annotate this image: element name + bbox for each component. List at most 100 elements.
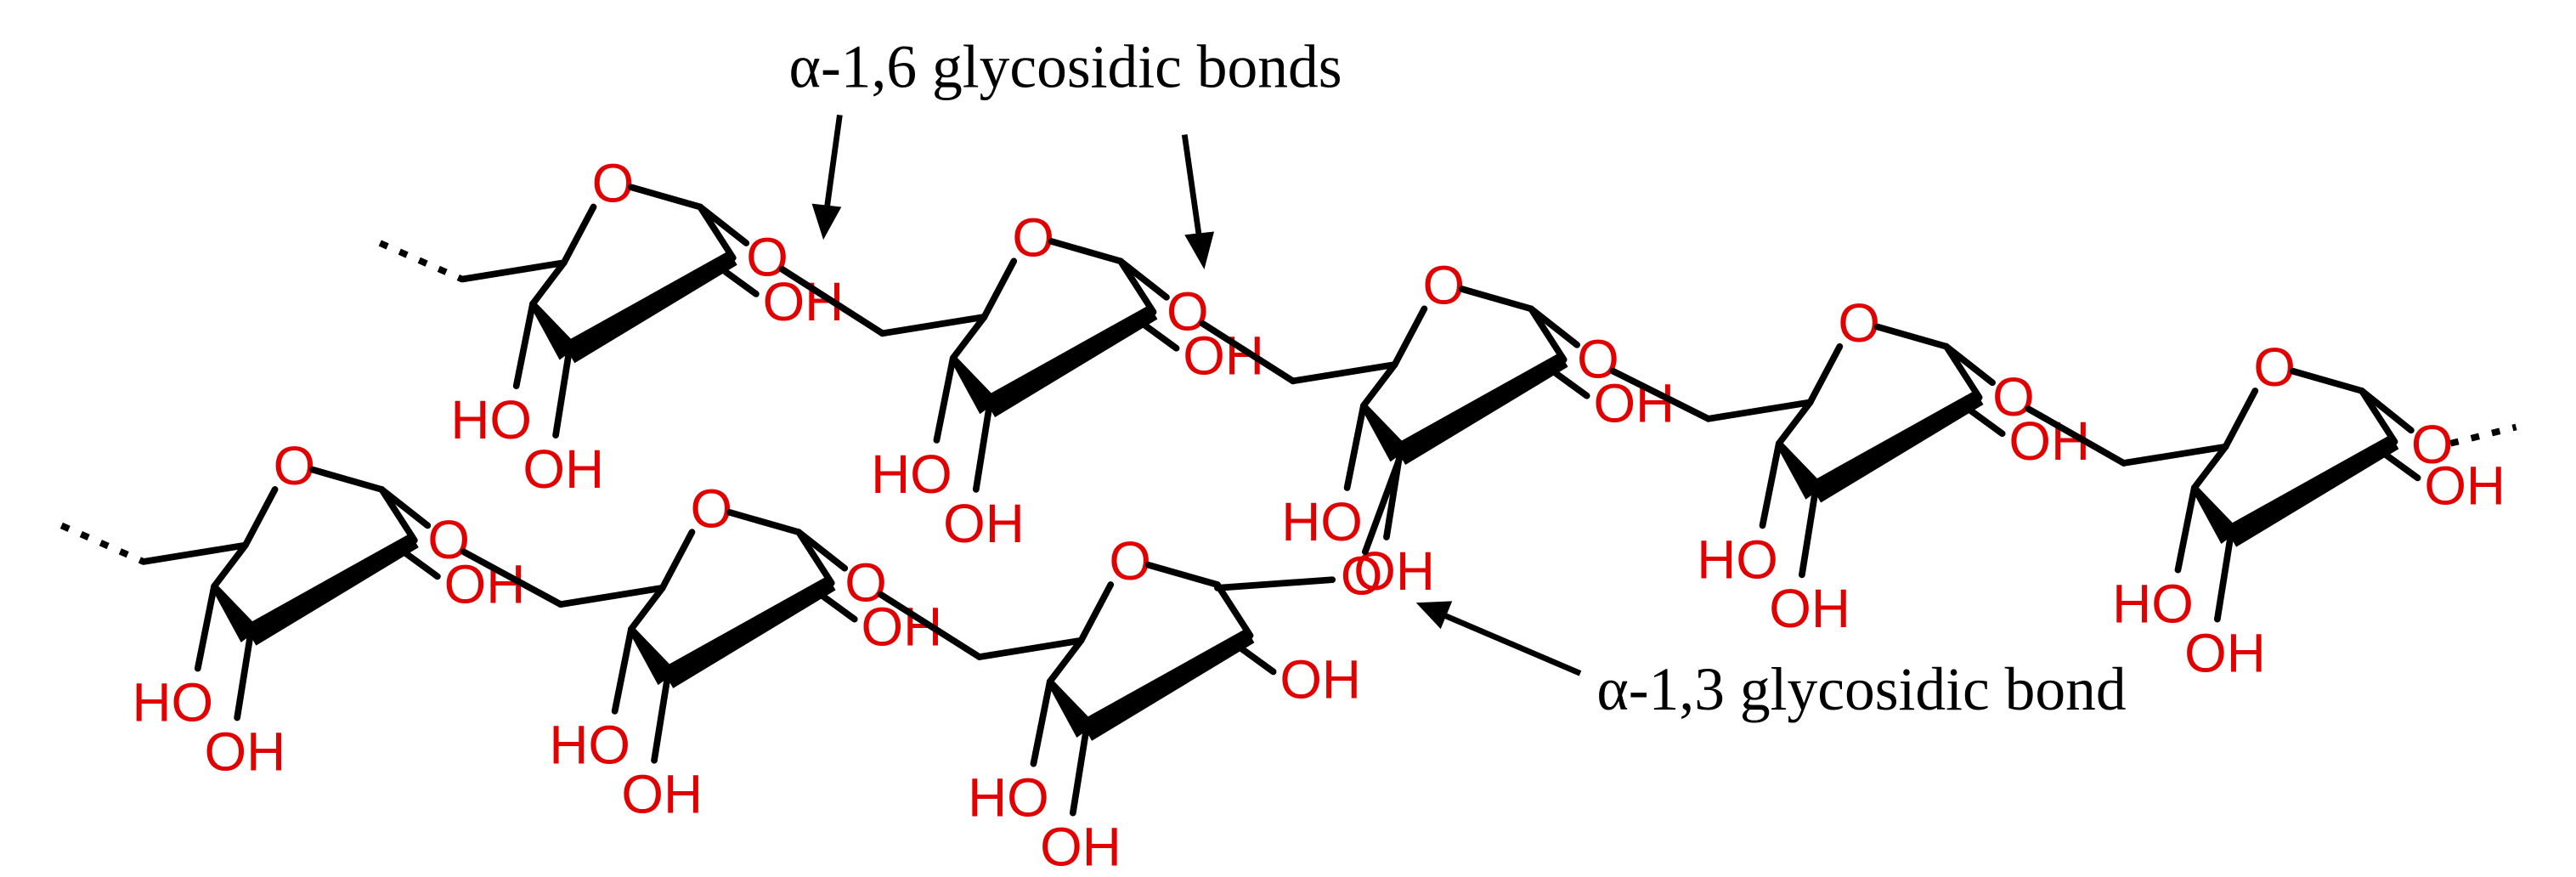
bond-o16-c6 xyxy=(460,548,564,608)
bond-o16-c6 xyxy=(2025,405,2127,467)
bond-c3-c4-wedge xyxy=(529,302,579,360)
hydroxyl-c4: HO xyxy=(968,767,1049,828)
linkage-oxygen-1-6: O xyxy=(746,227,788,288)
bond-c1-c2 xyxy=(1528,305,1568,364)
bond-c1-o13 xyxy=(1214,576,1336,591)
bond-c4-oh xyxy=(1759,439,1782,529)
bond-c5-c6 xyxy=(1289,361,1398,385)
bond-c1-o16 xyxy=(697,203,750,246)
annotation-alpha-1-3: α-1,3 glycosidic bond xyxy=(1596,656,2126,723)
annotation-alpha-1-6: α-1,6 glycosidic bonds xyxy=(788,33,1342,100)
bond-c3-oh xyxy=(1069,727,1090,817)
bond-c4-oh xyxy=(194,583,217,672)
arrow-alpha-1-6-right xyxy=(1181,133,1202,239)
bond-c3-c4-wedge xyxy=(1776,441,1825,500)
bond-c1-c2 xyxy=(795,529,835,586)
bond-c4-c5 xyxy=(949,314,988,362)
bond-o-c1 xyxy=(309,466,386,493)
bond-c3-oh xyxy=(972,404,993,493)
linkage-oxygen-1-6: O xyxy=(845,552,887,613)
bond-c3-oh xyxy=(234,632,254,721)
bond-c4-oh xyxy=(1030,678,1054,767)
bond-o-c5 xyxy=(980,257,1018,320)
bond-c2-oh xyxy=(1234,642,1277,676)
linkage-oxygen-terminal: O xyxy=(2411,414,2454,475)
bond-c5-c6 xyxy=(1704,399,1814,422)
bond-o-c5 xyxy=(560,203,597,267)
bond-c1-o16 xyxy=(1943,342,1996,387)
ring-oxygen: O xyxy=(1012,207,1054,268)
bond-c2-c3-bold xyxy=(983,304,1158,417)
bond-c2-c3-bold xyxy=(562,251,737,364)
bond-c4-oh xyxy=(512,300,536,390)
bond-c2-oh xyxy=(398,546,441,580)
bond-c5-c6 xyxy=(140,541,249,565)
bond-o16-c6 xyxy=(1609,367,1712,422)
bond-c5-c6 xyxy=(459,259,568,283)
annotation-layer: α-1,6 glycosidic bonds α-1,3 glycosidic … xyxy=(788,33,2126,722)
bond-c4-c5 xyxy=(1360,361,1398,410)
arrowhead-alpha-1-6-left xyxy=(811,203,842,240)
bond-c3-c4-wedge xyxy=(2191,485,2240,544)
bond-c1-o-terminal xyxy=(2359,388,2415,434)
bond-o-c1 xyxy=(1048,238,1124,265)
bond-c3-oh xyxy=(1799,489,1819,579)
hydroxyl-c3: OH xyxy=(2184,622,2266,683)
bond-c4-c5 xyxy=(1775,399,1814,447)
bond-o-c5 xyxy=(241,486,279,549)
bond-c2-oh xyxy=(1547,365,1590,399)
hydroxyl-c4: HO xyxy=(1697,529,1778,590)
hydroxyl-c3: OH xyxy=(1769,578,1850,639)
bond-c3-c4-wedge xyxy=(211,584,260,642)
hydroxyl-c4: HO xyxy=(2112,573,2194,634)
bond-c4-oh xyxy=(2174,484,2198,574)
hydroxyl-c3: OH xyxy=(943,493,1025,554)
bond-c1-o16 xyxy=(1528,305,1580,348)
bond-c2-oh xyxy=(815,589,858,623)
arrowhead-alpha-1-6-right xyxy=(1184,231,1215,269)
bond-o16-c6 xyxy=(1199,320,1296,385)
bond-c2-oh xyxy=(1137,318,1180,352)
chain-continuation-left xyxy=(59,522,145,565)
hydroxyl-c4: HO xyxy=(450,389,532,450)
hydroxyl-c4: HO xyxy=(549,715,630,776)
bond-o-c1 xyxy=(1458,286,1534,313)
bond-c4-oh xyxy=(1343,402,1367,491)
hydroxyl-c4: HO xyxy=(871,444,952,505)
linkage-oxygen-1-6: O xyxy=(1167,280,1209,342)
ring-oxygen: O xyxy=(592,153,635,214)
bond-c4-oh xyxy=(933,354,957,444)
hydroxyl-c4: HO xyxy=(132,671,213,733)
hydroxyl-c2: OH xyxy=(2424,455,2505,516)
bond-c2-c3-bold xyxy=(1393,352,1568,466)
bond-c1-c2 xyxy=(1943,342,1983,401)
bond-c1-c2 xyxy=(378,486,418,544)
bond-c1-o16 xyxy=(795,529,849,572)
arrow-alpha-1-3 xyxy=(1444,613,1582,676)
bond-o-c1 xyxy=(1144,561,1221,588)
linkage-oxygen-1-6: O xyxy=(427,509,470,570)
hydroxyl-c3: OH xyxy=(621,764,703,825)
hydroxyl-c3: OH xyxy=(204,721,285,782)
bond-c3-c4-wedge xyxy=(1047,679,1096,738)
bond-c5-c6 xyxy=(878,314,988,337)
bond-c2-oh xyxy=(2378,448,2421,482)
bond-c1-c2 xyxy=(1214,581,1254,639)
bond-c2-c3-bold xyxy=(1809,390,1984,503)
ring-oxygen: O xyxy=(1838,292,1880,354)
bond-c4-oh xyxy=(611,625,635,715)
bond-c3-c4-wedge xyxy=(628,626,677,686)
bond-c3-c4-wedge xyxy=(1360,404,1409,462)
arrow-alpha-1-6-left xyxy=(823,114,843,211)
bond-c2-c3-bold xyxy=(1080,628,1255,741)
bond-o16-c6 xyxy=(778,266,886,337)
bond-o-c1 xyxy=(1873,323,1950,350)
bond-c3-oh xyxy=(2213,534,2234,623)
